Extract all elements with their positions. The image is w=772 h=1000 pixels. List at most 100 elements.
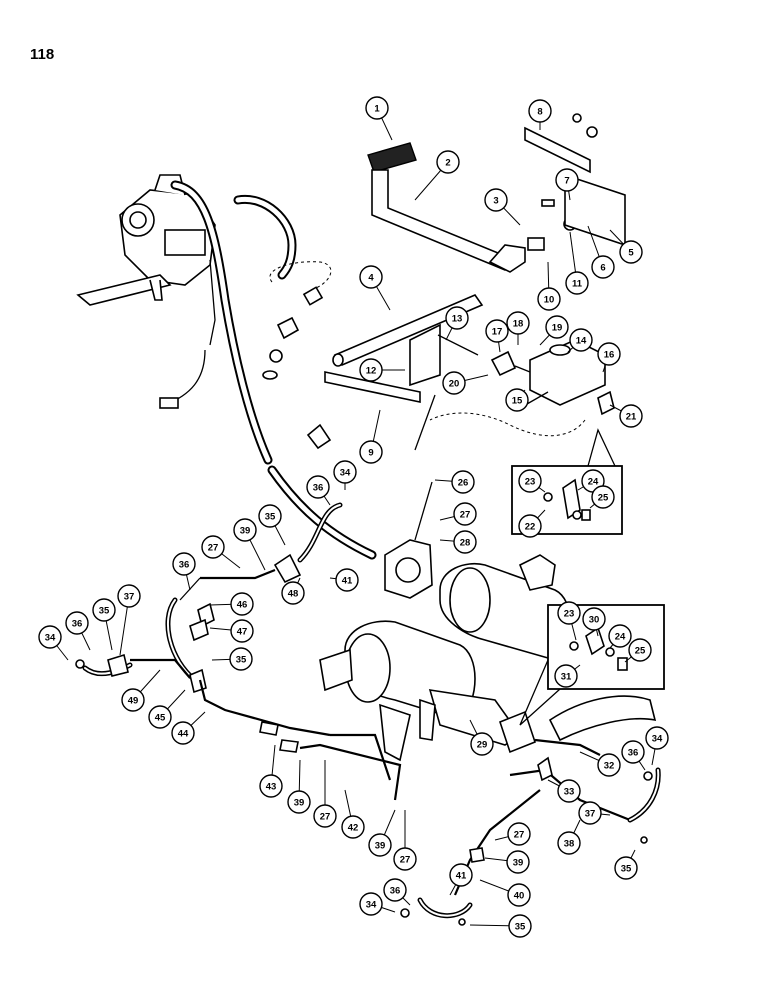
diagram-artwork: [75, 113, 665, 926]
callout-number: 33: [564, 787, 575, 798]
callout-number: 43: [266, 782, 277, 793]
callout-number: 27: [208, 543, 219, 554]
callout-number: 23: [564, 609, 575, 620]
callout-circle: [365, 96, 389, 120]
callout-circle: [470, 732, 494, 756]
callout-39: 39: [368, 809, 396, 857]
callout-38: 38: [557, 819, 581, 855]
callout-number: 37: [124, 592, 135, 603]
callout-11: 11: [565, 231, 589, 295]
callout-number: 35: [621, 864, 632, 875]
callout-circle: [528, 99, 552, 123]
callout-circle: [554, 664, 578, 688]
callout-41: 41: [329, 568, 359, 592]
callout-circle: [507, 883, 531, 907]
callout-number: 22: [525, 522, 536, 533]
callout-33: 33: [547, 779, 581, 803]
callout-circle: [451, 470, 475, 494]
callout-39: 39: [233, 518, 266, 571]
callout-number: 12: [366, 366, 377, 377]
callout-number: 24: [615, 632, 626, 643]
callout-18: 18: [506, 311, 530, 345]
callout-circle: [621, 740, 645, 764]
callout-number: 28: [460, 538, 471, 549]
callout-number: 45: [155, 713, 166, 724]
callout-9: 9: [359, 409, 383, 464]
callout-41: 41: [449, 863, 473, 896]
callout-circle: [335, 568, 359, 592]
callout-circle: [65, 611, 89, 635]
callout-7: 7: [555, 168, 579, 201]
callout-number: 8: [537, 107, 542, 118]
callout-29: 29: [469, 719, 494, 756]
callout-number: 35: [99, 606, 110, 617]
callout-27: 27: [393, 810, 417, 871]
callout-circle: [614, 856, 638, 880]
callout-number: 25: [598, 493, 609, 504]
callout-number: 36: [313, 483, 324, 494]
callout-number: 47: [237, 627, 248, 638]
compressor-hoses: [170, 180, 377, 560]
callout-42: 42: [341, 789, 365, 839]
callout-circle: [591, 255, 615, 279]
callout-circle: [453, 530, 477, 554]
callout-48: 48: [281, 577, 305, 605]
callout-35: 35: [258, 504, 286, 546]
callout-circle: [281, 581, 305, 605]
callout-8: 8: [528, 99, 552, 130]
callout-number: 3: [493, 196, 498, 207]
callout-number: 41: [456, 871, 467, 882]
callout-number: 35: [515, 922, 526, 933]
callout-23: 23: [557, 601, 581, 641]
callout-circle: [201, 535, 225, 559]
callout-circle: [436, 150, 460, 174]
page-number: 118: [30, 46, 55, 63]
callout-circle: [313, 804, 337, 828]
callout-circle: [578, 801, 602, 825]
callout-28: 28: [439, 530, 477, 554]
callout-45: 45: [148, 689, 186, 729]
callout-number: 5: [628, 248, 634, 259]
callout-35: 35: [92, 598, 116, 651]
callout-number: 35: [236, 655, 247, 666]
callout-circle: [359, 265, 383, 289]
callout-number: 13: [452, 314, 463, 325]
callout-circle: [628, 638, 652, 662]
callout-circle: [619, 404, 643, 428]
callout-circle: [591, 485, 615, 509]
brake-tubing: [75, 502, 661, 926]
callout-4: 4: [359, 265, 391, 311]
callout-23: 23: [518, 469, 546, 493]
callout-circle: [555, 168, 579, 192]
callout-34: 34: [359, 892, 396, 916]
callout-circle: [306, 475, 330, 499]
callout-circle: [449, 863, 473, 887]
callout-number: 38: [564, 839, 575, 850]
callout-circle: [287, 790, 311, 814]
callout-36: 36: [621, 740, 646, 771]
callout-40: 40: [479, 879, 531, 907]
callout-circle: [230, 592, 254, 616]
callout-circle: [518, 469, 542, 493]
callout-circle: [359, 440, 383, 464]
callout-circle: [383, 878, 407, 902]
callout-circle: [359, 358, 383, 382]
callout-31: 31: [554, 664, 581, 688]
callout-number: 32: [604, 761, 615, 772]
callout-circle: [608, 624, 632, 648]
callout-10: 10: [537, 261, 561, 311]
callout-number: 36: [390, 886, 401, 897]
callout-number: 14: [576, 336, 587, 347]
callout-number: 4: [368, 273, 374, 284]
callout-circle: [569, 328, 593, 352]
callout-circle: [557, 779, 581, 803]
callout-number: 17: [492, 327, 503, 338]
callout-35: 35: [614, 849, 638, 880]
callout-37: 37: [578, 801, 611, 825]
callout-39: 39: [287, 759, 311, 814]
callout-circle: [597, 753, 621, 777]
callout-25: 25: [589, 485, 615, 509]
callout-number: 18: [513, 319, 524, 330]
